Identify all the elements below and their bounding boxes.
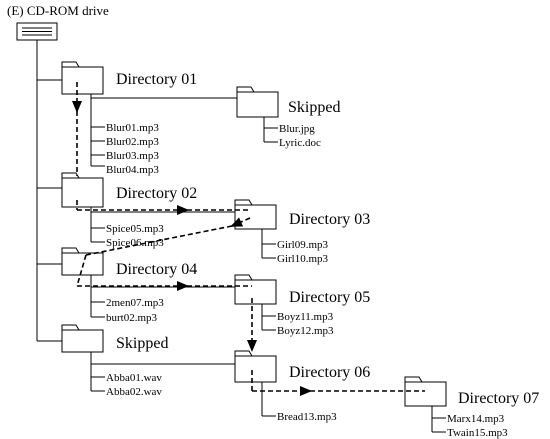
file-label: Twain15.mp3 bbox=[447, 427, 508, 439]
folder-label-directory-01: Directory 01 bbox=[116, 71, 197, 88]
folder-icon bbox=[234, 350, 277, 383]
file-label: Lyric.doc bbox=[279, 137, 321, 149]
folder-label-directory-03: Directory 03 bbox=[289, 211, 370, 228]
file-label: Blur.jpg bbox=[279, 123, 315, 135]
file-label: Boyz11.mp3 bbox=[277, 311, 334, 323]
folder-icon bbox=[236, 86, 279, 118]
file-label: Boyz12.mp3 bbox=[277, 325, 334, 337]
file-label: Blur01.mp3 bbox=[106, 122, 159, 134]
folder-label-directory-06: Directory 06 bbox=[289, 364, 370, 381]
file-label: Girl10.mp3 bbox=[277, 253, 329, 265]
tree-connectors bbox=[36, 40, 446, 433]
folder-icon bbox=[61, 172, 104, 208]
file-label: 2men07.mp3 bbox=[106, 297, 164, 309]
folder-icon bbox=[61, 61, 104, 95]
folder-label-directory-05: Directory 05 bbox=[289, 289, 370, 306]
playback-order-path bbox=[72, 82, 425, 396]
file-label: Abba02.wav bbox=[106, 386, 162, 398]
folder-icon bbox=[61, 324, 104, 353]
folder-icon bbox=[404, 376, 447, 407]
file-label: Girl09.mp3 bbox=[277, 239, 329, 251]
file-label: Bread13.mp3 bbox=[277, 411, 337, 423]
root-drive-label: (E) CD-ROM drive bbox=[7, 3, 109, 18]
file-label: Blur04.mp3 bbox=[106, 164, 159, 176]
folder-label-skipped: Skipped bbox=[288, 99, 340, 116]
folder-label-directory-04: Directory 04 bbox=[116, 261, 197, 278]
folder-label-skipped: Skipped bbox=[116, 335, 168, 352]
folder-icon bbox=[234, 274, 277, 305]
folder-label-directory-07: Directory 07 bbox=[458, 390, 539, 407]
drive-icon bbox=[16, 22, 58, 41]
folder-icon bbox=[234, 199, 277, 230]
file-label: Marx14.mp3 bbox=[447, 413, 505, 425]
playback-arrow bbox=[230, 217, 251, 227]
file-label: Abba01.wav bbox=[106, 372, 162, 384]
file-label: Blur02.mp3 bbox=[106, 136, 159, 148]
file-label: burt02.mp3 bbox=[106, 312, 158, 324]
file-label: Spice06.mp3 bbox=[106, 237, 164, 249]
folder-label-directory-02: Directory 02 bbox=[116, 185, 197, 202]
folder-icon bbox=[61, 247, 104, 276]
file-label: Spice05.mp3 bbox=[106, 223, 164, 235]
file-label: Blur03.mp3 bbox=[106, 150, 159, 162]
